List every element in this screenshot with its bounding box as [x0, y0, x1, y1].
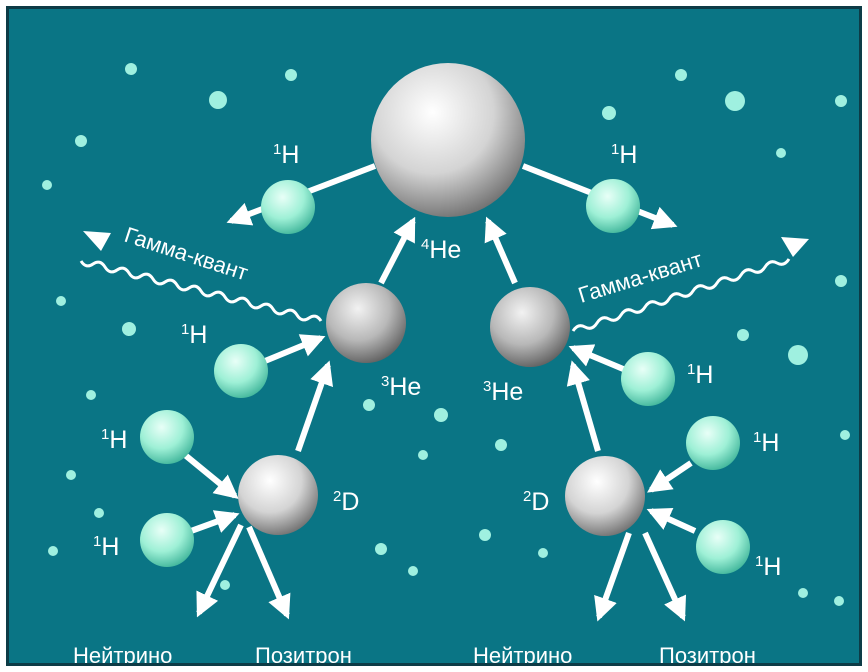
arrow-d-left-to-he3: [298, 365, 328, 451]
proton-top-left: [261, 180, 315, 234]
gamma-arrowhead-left: [83, 231, 111, 251]
proton-lower-right-1: [686, 416, 740, 470]
arrow-d-right-to-neutrino: [599, 533, 629, 617]
arrow-d-right-to-he3: [573, 365, 598, 451]
arrow-he3-right-to-he4: [488, 221, 515, 283]
label-helium3-right: 3He: [483, 378, 523, 406]
label-proton-top-right: 1H: [611, 141, 637, 169]
label-deuterium-left: 2D: [333, 488, 359, 516]
deuterium-nucleus-right: [565, 456, 645, 536]
proton-lower-left-2: [140, 513, 194, 567]
arrow-d-right-to-positron: [645, 533, 683, 617]
label-proton-lower-right-1: 1H: [753, 429, 779, 457]
label-helium4: 4He: [421, 236, 461, 264]
label-proton-lower-left-2: 1H: [93, 533, 119, 561]
proton-proton-chain-diagram: 1H 1H 4He 1H 3He 3He 1H 1H 1H 2D 2D 1H 1…: [9, 9, 859, 663]
deuterium-nucleus-left: [238, 455, 318, 535]
label-deuterium-right: 2D: [523, 488, 549, 516]
arrow-he3-left-to-he4: [381, 221, 413, 283]
reaction-arrows: [185, 166, 695, 617]
label-proton-lower-right-2: 1H: [755, 553, 781, 581]
label-neutrino-left: Нейтрино: [73, 643, 172, 663]
arrow-proton-to-he3-left: [265, 338, 321, 361]
proton-mid-left: [214, 344, 268, 398]
arrow-proton-upper-to-d-right: [651, 463, 691, 490]
arrow-d-left-to-positron: [249, 527, 287, 615]
proton-mid-right: [621, 352, 675, 406]
label-proton-mid-left: 1H: [181, 321, 207, 349]
label-proton-top-left: 1H: [273, 141, 299, 169]
arrow-proton-to-he3-right: [573, 348, 628, 371]
arrow-proton-lower-to-d-right: [651, 511, 695, 531]
arrow-d-left-to-neutrino: [199, 525, 241, 613]
gamma-arrowhead-right: [781, 237, 809, 257]
label-proton-mid-right: 1H: [687, 361, 713, 389]
helium4-nucleus: [371, 63, 525, 217]
helium3-nucleus-left: [326, 283, 406, 363]
product-labels: Нейтрино Позитрон Нейтрино Позитрон: [73, 643, 756, 663]
proton-top-right: [586, 179, 640, 233]
proton-lower-left-1: [140, 410, 194, 464]
label-proton-lower-left-1: 1H: [101, 426, 127, 454]
label-positron-left: Позитрон: [255, 643, 352, 663]
label-positron-right: Позитрон: [659, 643, 756, 663]
label-neutrino-right: Нейтрино: [473, 643, 572, 663]
helium3-nucleus-right: [490, 287, 570, 367]
gamma-label-right: Гамма-квант: [575, 246, 705, 307]
arrow-proton-upper-to-d-left: [185, 455, 235, 496]
diagram-frame: 1H 1H 4He 1H 3He 3He 1H 1H 1H 2D 2D 1H 1…: [6, 6, 862, 666]
label-helium3-left: 3He: [381, 373, 421, 401]
proton-lower-right-2: [696, 520, 750, 574]
arrow-proton-lower-to-d-left: [191, 515, 235, 531]
